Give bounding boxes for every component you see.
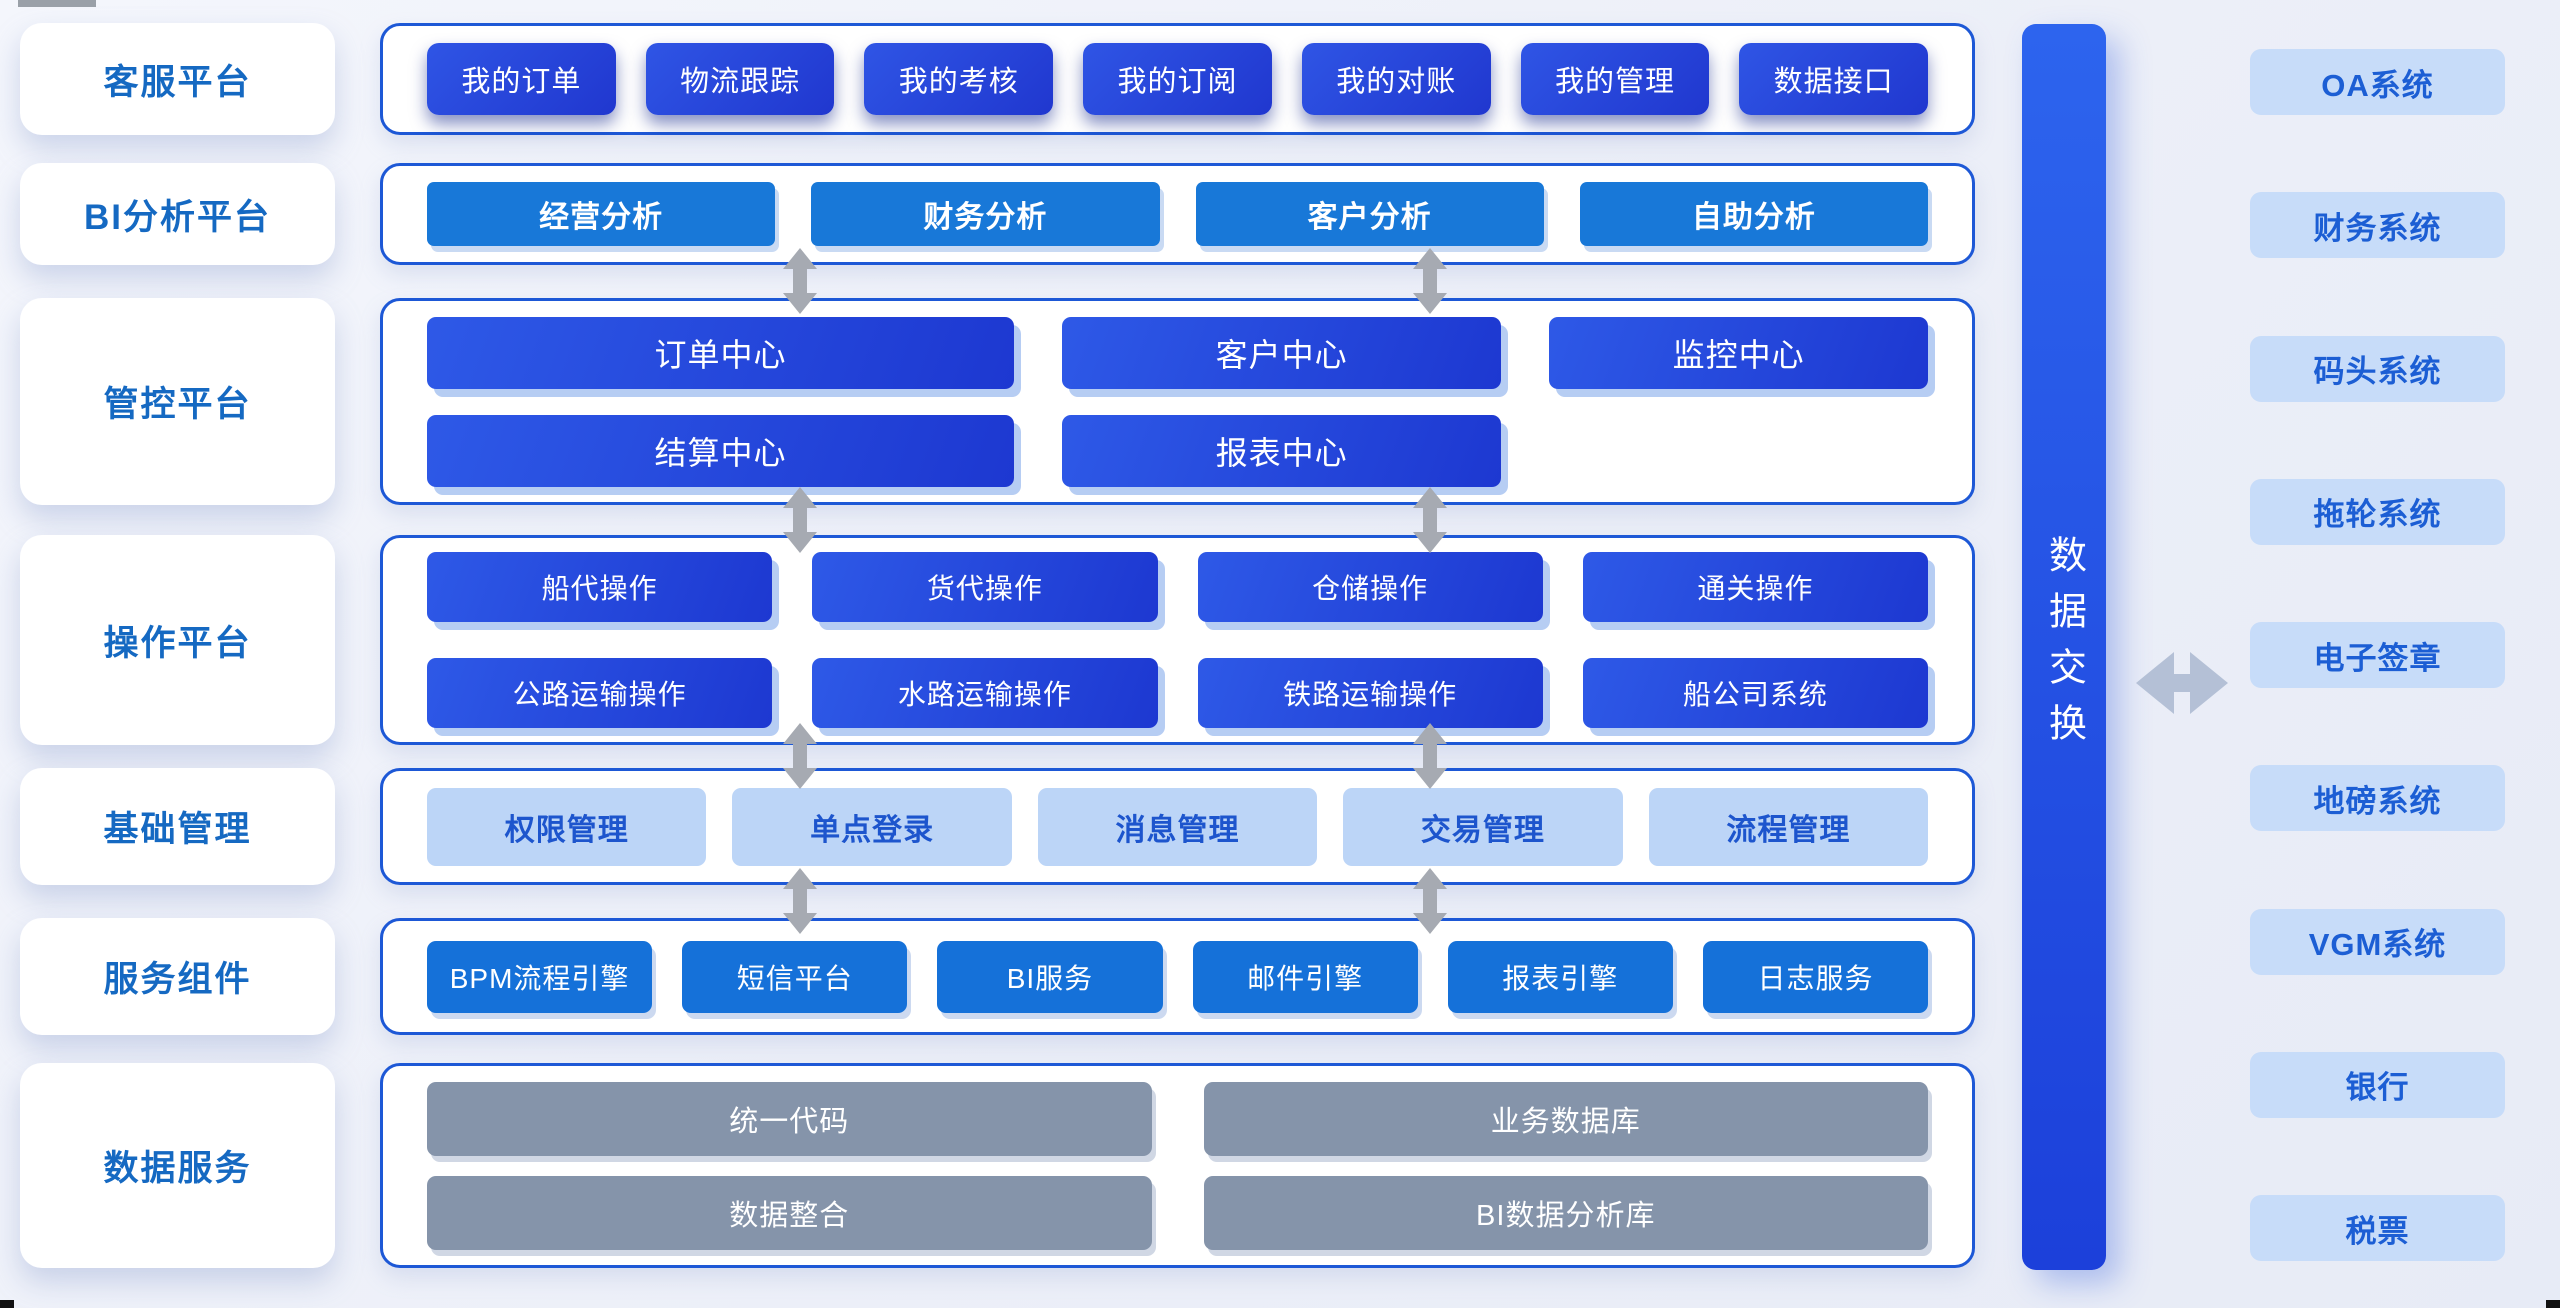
row-control-platform: 管控平台 订单中心 客户中心 监控中心 结算中心 报表中心 xyxy=(20,298,1975,505)
btn-freight-forwarding-ops: 货代操作 xyxy=(812,552,1158,622)
btn-self-service-analysis: 自助分析 xyxy=(1579,182,1928,246)
btn-my-subscription: 我的订阅 xyxy=(1083,43,1272,115)
row-operation-platform: 操作平台 船代操作 货代操作 仓储操作 通关操作 公路运输操作 水路运输操作 铁… xyxy=(20,535,1975,745)
external-system-tugboat: 拖轮系统 xyxy=(2250,478,2505,545)
sidebar-label: 操作平台 xyxy=(103,623,252,663)
btn-bi-analysis-database: BI数据分析库 xyxy=(1203,1175,1928,1250)
btn-warehouse-ops: 仓储操作 xyxy=(1197,552,1543,622)
row-customer-service: 客服平台 我的订单 物流跟踪 我的考核 我的订阅 我的对账 我的管理 数据接口 xyxy=(20,23,1975,135)
vertical-double-arrow-icon xyxy=(783,868,817,934)
btn-my-reconciliation: 我的对账 xyxy=(1301,43,1491,115)
row-data-services: 数据服务 统一代码 业务数据库 数据整合 BI数据分析库 xyxy=(20,1063,1975,1268)
btn-my-management: 我的管理 xyxy=(1520,43,1710,115)
screen-artifact xyxy=(18,0,96,7)
vertical-double-arrow-icon xyxy=(783,723,817,789)
btn-logistics-tracking: 物流跟踪 xyxy=(645,43,835,115)
btn-customer-center: 客户中心 xyxy=(1061,316,1502,389)
sidebar-item-operation-platform: 操作平台 xyxy=(20,535,335,745)
btn-ship-agency-ops: 船代操作 xyxy=(427,552,773,622)
sidebar-label: 基础管理 xyxy=(103,810,252,849)
btn-single-sign-on: 单点登录 xyxy=(732,787,1012,866)
data-exchange-bar: 数据交换 xyxy=(2022,24,2106,1270)
external-system-weighbridge: 地磅系统 xyxy=(2250,765,2505,832)
panel-data-services: 统一代码 业务数据库 数据整合 BI数据分析库 xyxy=(380,1063,1975,1268)
btn-bi-service: BI服务 xyxy=(937,940,1163,1013)
btn-mail-engine: 邮件引擎 xyxy=(1192,940,1418,1013)
panel-operation-platform: 船代操作 货代操作 仓储操作 通关操作 公路运输操作 水路运输操作 铁路运输操作… xyxy=(380,535,1975,745)
btn-data-integration: 数据整合 xyxy=(427,1175,1152,1250)
btn-report-engine: 报表引擎 xyxy=(1447,940,1673,1013)
btn-sms-platform: 短信平台 xyxy=(682,940,908,1013)
data-exchange-label: 数据交换 xyxy=(2042,535,2085,759)
btn-rail-transport-ops: 铁路运输操作 xyxy=(1197,658,1543,728)
external-system-tax-invoice: 税票 xyxy=(2250,1195,2505,1261)
btn-log-service: 日志服务 xyxy=(1702,940,1929,1013)
sidebar-label: 客服平台 xyxy=(103,62,252,102)
btn-permission-mgmt: 权限管理 xyxy=(427,787,707,866)
sidebar-item-bi-analysis: BI分析平台 xyxy=(20,163,335,265)
sidebar-label: 数据服务 xyxy=(103,1149,252,1188)
sidebar-item-customer-service: 客服平台 xyxy=(20,23,335,135)
sidebar-label: 管控平台 xyxy=(103,385,252,424)
sidebar-item-data-services: 数据服务 xyxy=(20,1063,335,1268)
btn-finance-analysis: 财务分析 xyxy=(811,182,1160,246)
vertical-double-arrow-icon xyxy=(1413,248,1447,314)
sidebar-label: 服务组件 xyxy=(103,960,252,999)
vertical-double-arrow-icon xyxy=(783,487,817,553)
sidebar-item-service-components: 服务组件 xyxy=(20,918,335,1035)
external-systems-column: OA系统 财务系统 码头系统 拖轮系统 电子签章 地磅系统 VGM系统 银行 税… xyxy=(2250,49,2505,1261)
btn-road-transport-ops: 公路运输操作 xyxy=(427,658,773,728)
btn-customs-ops: 通关操作 xyxy=(1582,552,1928,622)
btn-data-interface: 数据接口 xyxy=(1739,43,1929,115)
btn-my-orders: 我的订单 xyxy=(427,43,616,115)
btn-process-mgmt: 流程管理 xyxy=(1648,787,1929,866)
btn-transaction-mgmt: 交易管理 xyxy=(1343,787,1623,866)
external-system-e-signature: 电子签章 xyxy=(2250,622,2505,688)
panel-base-management: 权限管理 单点登录 消息管理 交易管理 流程管理 xyxy=(380,768,1975,885)
external-system-oa: OA系统 xyxy=(2250,49,2505,115)
btn-customer-analysis: 客户分析 xyxy=(1195,182,1544,246)
vertical-double-arrow-icon xyxy=(1413,487,1447,553)
external-system-vgm: VGM系统 xyxy=(2250,908,2505,975)
panel-bi-analysis: 经营分析 财务分析 客户分析 自助分析 xyxy=(380,163,1975,265)
external-system-terminal: 码头系统 xyxy=(2250,335,2505,402)
external-system-finance: 财务系统 xyxy=(2250,192,2505,259)
sidebar-item-base-management: 基础管理 xyxy=(20,768,335,885)
row-service-components: 服务组件 BPM流程引擎 短信平台 BI服务 邮件引擎 报表引擎 日志服务 xyxy=(20,918,1975,1035)
panel-service-components: BPM流程引擎 短信平台 BI服务 邮件引擎 报表引擎 日志服务 xyxy=(380,918,1975,1035)
screen-artifact xyxy=(0,1300,14,1308)
row-bi-analysis: BI分析平台 经营分析 财务分析 客户分析 自助分析 xyxy=(20,163,1975,265)
row-base-management: 基础管理 权限管理 单点登录 消息管理 交易管理 流程管理 xyxy=(20,768,1975,885)
btn-monitor-center: 监控中心 xyxy=(1549,316,1928,389)
sidebar-item-control-platform: 管控平台 xyxy=(20,298,335,505)
screen-artifact xyxy=(2546,1300,2560,1308)
btn-report-center: 报表中心 xyxy=(1061,414,1502,487)
btn-business-database: 业务数据库 xyxy=(1203,1081,1928,1156)
btn-shipping-company-system: 船公司系统 xyxy=(1582,658,1928,728)
btn-my-assessment: 我的考核 xyxy=(864,43,1054,115)
panel-control-platform: 订单中心 客户中心 监控中心 结算中心 报表中心 xyxy=(380,298,1975,505)
vertical-double-arrow-icon xyxy=(1413,723,1447,789)
btn-message-mgmt: 消息管理 xyxy=(1037,787,1318,866)
btn-order-center: 订单中心 xyxy=(427,316,1014,389)
external-system-bank: 银行 xyxy=(2250,1051,2505,1118)
sidebar-label: BI分析平台 xyxy=(83,197,271,237)
btn-water-transport-ops: 水路运输操作 xyxy=(812,658,1158,728)
horizontal-double-arrow-icon xyxy=(2136,652,2228,714)
btn-unified-code: 统一代码 xyxy=(427,1081,1152,1156)
vertical-double-arrow-icon xyxy=(1413,868,1447,934)
panel-customer-service: 我的订单 物流跟踪 我的考核 我的订阅 我的对账 我的管理 数据接口 xyxy=(380,23,1975,135)
btn-bpm-engine: BPM流程引擎 xyxy=(427,940,653,1013)
diagram-rows: 客服平台 我的订单 物流跟踪 我的考核 我的订阅 我的对账 我的管理 数据接口 … xyxy=(20,23,1975,1268)
vertical-double-arrow-icon xyxy=(783,248,817,314)
btn-settlement-center: 结算中心 xyxy=(427,414,1014,487)
btn-business-analysis: 经营分析 xyxy=(427,182,776,246)
